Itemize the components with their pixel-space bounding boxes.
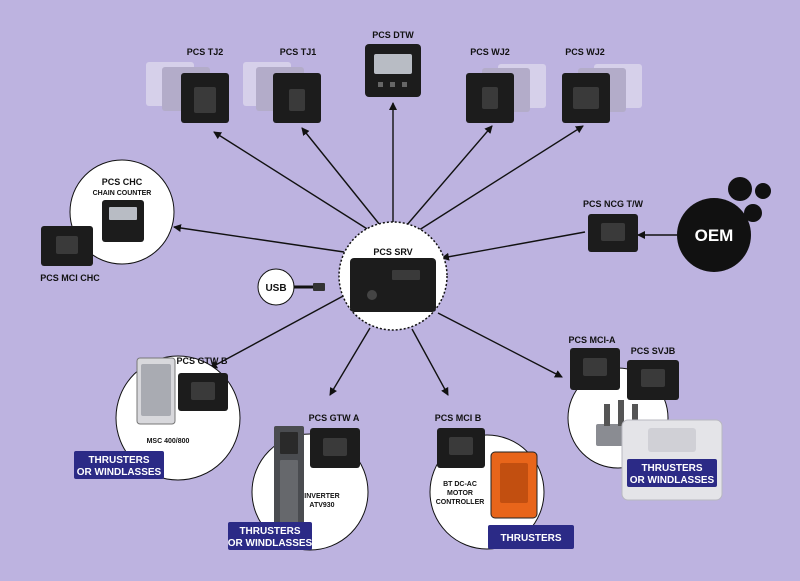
srv-device [350,258,436,312]
arrow-tj2 [213,131,373,233]
device-dtw: PCS DTW [365,30,421,97]
tj2-label: PCS TJ2 [187,47,224,57]
device-tj1: PCS TJ1 [243,47,321,123]
arrow-wj2b [415,125,584,233]
badge-thrusters: THRUSTERS [488,525,574,549]
ncg-label: PCS NCG T/W [583,199,644,209]
device-chc: PCS CHC CHAIN COUNTER PCS MCI CHC [40,177,151,283]
arrow-chc [173,224,345,253]
arrow-gtwa [329,327,371,396]
badge-2-line-1: THRUSTERS [239,526,300,537]
svjb-label: PCS SVJB [631,346,676,356]
device-ncg: PCS NCG T/W [583,199,644,252]
inverter-note-2: ATV930 [309,502,334,509]
arrow-wj2a [405,125,493,227]
badge-thrusters-text: THRUSTERS [500,533,561,544]
inverter-note-1: INVERTER [304,493,339,500]
gtwb-label: PCS GTW B [177,356,228,366]
chc-sub-label: CHAIN COUNTER [93,190,152,197]
badge-3-line-2: OR WINDLASSES [630,475,715,486]
oem-label: OEM [695,226,734,245]
badge-thrusters-windlasses-3: THRUSTERS OR WINDLASSES [627,459,717,487]
tj1-label: PCS TJ1 [280,47,317,57]
bt-note-3: CONTROLLER [436,499,485,506]
usb-node: USB [257,268,325,306]
wj2a-label: PCS WJ2 [470,47,510,57]
badge-1-line-2: OR WINDLASSES [77,467,162,478]
bt-note-2: MOTOR [447,490,473,497]
device-mcib: PCS MCI B BT DC-AC MOTOR CONTROLLER [435,413,538,519]
badge-1-line-1: THRUSTERS [88,455,149,466]
arrow-tj1 [301,127,381,226]
bt-note-1: BT DC-AC [443,481,477,488]
srv-label: PCS SRV [373,247,412,257]
dtw-label: PCS DTW [372,30,414,40]
device-wj2a: PCS WJ2 [466,47,546,123]
mcib-label: PCS MCI B [435,413,482,423]
device-wj2b: PCS WJ2 [562,47,642,123]
chc-label: PCS CHC [102,177,143,187]
badge-3-line-1: THRUSTERS [641,463,702,474]
mcia-label: PCS MCI-A [569,335,617,345]
arrow-gtwb [209,294,346,369]
connector-arrows [173,102,677,396]
device-tj2: PCS TJ2 [146,47,229,123]
arrow-ncg [441,231,586,261]
device-gtwb: PCS GTW B MSC 400/800 [136,356,228,445]
gtwa-label: PCS GTW A [309,413,360,423]
msc-note: MSC 400/800 [147,438,190,445]
srv-node: PCS SRV [338,221,448,331]
badge-2-line-2: OR WINDLASSES [228,538,313,549]
oem-node: OEM [677,177,771,272]
device-gtwa: PCS GTW A INVERTER ATV930 [274,413,360,538]
usb-label: USB [265,283,286,294]
arrow-mcib [411,328,449,396]
arrow-mcia [437,312,563,378]
badge-thrusters-windlasses-1: THRUSTERS OR WINDLASSES [74,451,164,479]
mci-chc-label: PCS MCI CHC [40,273,100,283]
badge-thrusters-windlasses-2: THRUSTERS OR WINDLASSES [228,522,313,550]
wj2b-label: PCS WJ2 [565,47,605,57]
